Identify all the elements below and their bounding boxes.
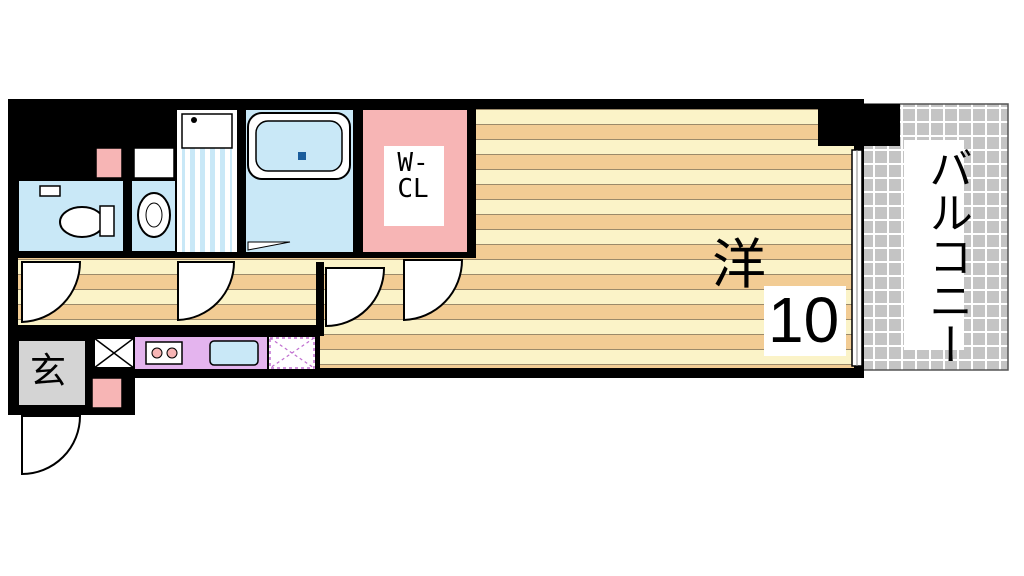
interior-wall-4	[238, 108, 246, 256]
western-room-label: 洋	[712, 233, 766, 296]
entrance	[17, 339, 123, 409]
balcony	[857, 103, 1009, 371]
pillar	[818, 104, 900, 146]
washbasin	[129, 147, 177, 253]
wcl-label-line1: W-	[397, 148, 429, 178]
door-toilet	[21, 261, 82, 324]
hallway-top-floor	[470, 109, 818, 256]
balcony-window	[851, 149, 863, 367]
entrance-label: 玄	[30, 351, 67, 392]
wcl-label-bg	[384, 146, 444, 226]
interior-wall-3	[124, 180, 132, 254]
room-size-label: 10	[768, 284, 840, 356]
wcl-label-line2: CL	[397, 174, 429, 204]
laundry-area	[175, 108, 239, 258]
kitchen	[93, 335, 317, 371]
walk-in-closet-label: W- CL	[378, 150, 448, 202]
door-main-room	[325, 267, 386, 328]
size-label-bg	[764, 286, 846, 356]
interior-wall-2	[468, 104, 476, 258]
bathroom	[243, 108, 355, 258]
balcony-label: バルコニー	[921, 146, 972, 366]
interior-wall-7	[14, 330, 324, 336]
interior-wall-5	[354, 108, 362, 256]
doors	[21, 259, 464, 476]
door-closet	[403, 259, 464, 322]
door-washroom	[177, 261, 236, 322]
door-entrance	[21, 415, 82, 476]
interior-wall-6	[316, 262, 324, 332]
